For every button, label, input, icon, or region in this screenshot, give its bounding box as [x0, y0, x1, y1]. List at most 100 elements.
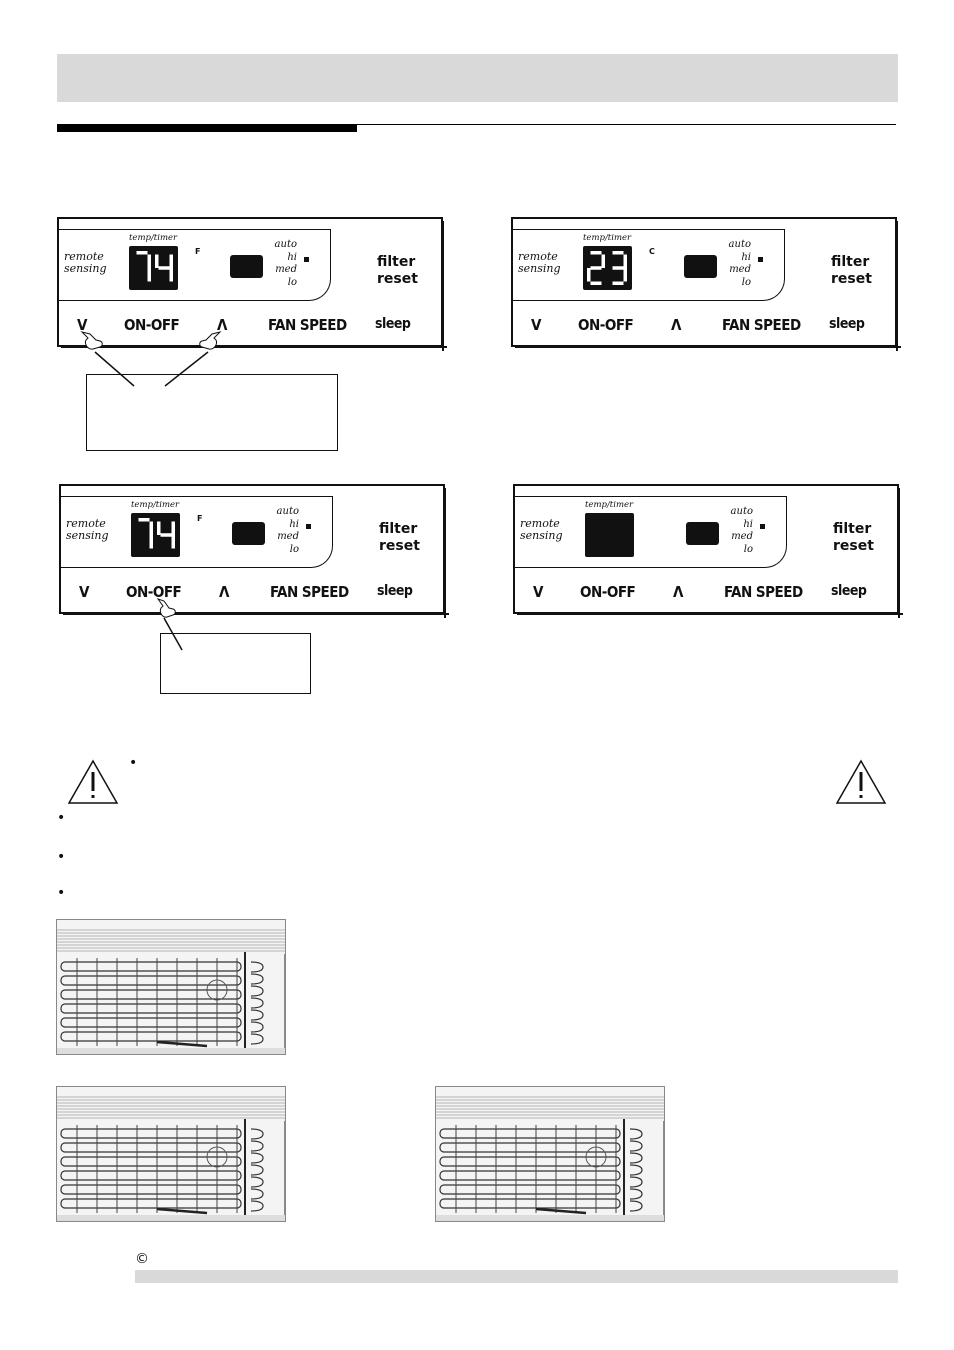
speed-med: med — [731, 531, 753, 542]
speed-auto: auto — [276, 506, 299, 517]
filter-reset-button[interactable]: filter reset — [377, 254, 418, 288]
temp-display — [131, 513, 180, 557]
digit-segment — [612, 251, 624, 255]
digit-segment — [158, 266, 170, 270]
sleep-button[interactable]: sleep — [829, 316, 865, 332]
temp-down-button[interactable]: V — [533, 583, 543, 601]
digit-segment — [590, 266, 602, 270]
temp-down-button[interactable]: V — [77, 316, 87, 334]
display-outline — [513, 496, 787, 568]
bullet-marker: • — [129, 755, 138, 771]
speed-lo: lo — [743, 543, 753, 555]
digit-segment — [160, 533, 172, 537]
temp-display — [585, 513, 634, 557]
fan-speed-list: auto hi med lo — [263, 239, 297, 289]
display-outline — [59, 496, 333, 568]
digit-segment — [169, 254, 173, 268]
remote-label-line: remote — [518, 250, 558, 263]
fan-speed-button[interactable]: FAN SPEED — [270, 583, 349, 601]
remote-label-line: sensing — [520, 529, 563, 542]
callout-leader-line — [163, 617, 183, 651]
filter-label-line: reset — [377, 271, 418, 287]
bullet-marker: • — [57, 849, 66, 865]
bullet-marker: • — [57, 885, 66, 901]
temp-up-button[interactable]: Λ — [217, 316, 227, 334]
fan-speed-button[interactable]: FAN SPEED — [268, 316, 347, 334]
control-panel: remote sensing temp/timer F auto hi med … — [57, 217, 447, 351]
digit-segment — [601, 254, 605, 268]
pointing-hand-icon — [80, 331, 103, 350]
seven-segment-digits — [138, 518, 175, 549]
temp-up-button[interactable]: Λ — [673, 583, 683, 601]
callout-box-onoff — [160, 633, 311, 694]
on-off-button[interactable]: ON-OFF — [580, 583, 636, 601]
remote-sensing-label: remote sensing — [66, 518, 109, 542]
temp-timer-label: temp/timer — [131, 500, 180, 510]
speed-hi: hi — [743, 518, 753, 530]
temp-down-button[interactable]: V — [79, 583, 89, 601]
speed-lo: lo — [289, 543, 299, 555]
filter-label-line: reset — [831, 271, 872, 287]
panel-shadow — [896, 221, 898, 351]
pointing-hand-icon — [199, 331, 222, 350]
panel-shadow — [517, 613, 903, 615]
filter-reset-button[interactable]: filter reset — [831, 254, 872, 288]
section-rule-thin — [357, 124, 896, 125]
remote-sensing-label: remote sensing — [520, 518, 563, 542]
digit-segment — [157, 521, 161, 535]
digit-segment — [623, 254, 627, 268]
fan-speed-list: auto hi med lo — [717, 239, 751, 289]
speed-med: med — [277, 531, 299, 542]
seven-segment-digits — [585, 513, 634, 557]
display-outline — [511, 229, 785, 301]
panel-shadow — [442, 221, 444, 351]
digit-segment — [169, 268, 173, 282]
fan-speed-list: auto hi med lo — [719, 506, 753, 556]
remote-label-line: sensing — [64, 262, 107, 275]
on-off-button[interactable]: ON-OFF — [578, 316, 634, 334]
speed-hi: hi — [741, 251, 751, 263]
seven-segment-digits — [136, 251, 173, 282]
speed-med: med — [275, 264, 297, 275]
speed-auto: auto — [274, 239, 297, 250]
filter-label-line: reset — [379, 538, 420, 554]
header-band — [57, 54, 898, 102]
digit-segment — [171, 521, 175, 535]
control-panel: remote sensing temp/timer F auto hi med … — [59, 484, 449, 618]
control-panel: remote sensing temp/timer auto hi med lo… — [513, 484, 903, 618]
remote-label-line: remote — [66, 517, 106, 530]
filter-label-line: filter — [377, 254, 416, 270]
speed-auto: auto — [728, 239, 751, 250]
filter-reset-button[interactable]: filter reset — [833, 521, 874, 555]
filter-reset-button[interactable]: filter reset — [379, 521, 420, 555]
temp-down-button[interactable]: V — [531, 316, 541, 334]
digit-segment — [136, 251, 148, 255]
copyright-symbol: © — [135, 1251, 149, 1267]
fan-speed-list: auto hi med lo — [265, 506, 299, 556]
panel-shadow — [515, 346, 901, 348]
digit-segment — [171, 535, 175, 549]
temp-display — [583, 246, 632, 290]
digit-segment — [147, 254, 151, 268]
sleep-button[interactable]: sleep — [377, 583, 413, 599]
sleep-button[interactable]: sleep — [831, 583, 867, 599]
remote-label-line: sensing — [66, 529, 109, 542]
remote-label-line: remote — [64, 250, 104, 263]
speed-hi: hi — [287, 251, 297, 263]
temp-unit-label: C — [649, 247, 655, 256]
coil-photo — [56, 1086, 286, 1222]
temp-up-button[interactable]: Λ — [671, 316, 681, 334]
fan-speed-display — [232, 522, 265, 545]
fan-speed-button[interactable]: FAN SPEED — [722, 316, 801, 334]
bullet-marker: • — [57, 810, 66, 826]
on-off-button[interactable]: ON-OFF — [124, 316, 180, 334]
fan-speed-button[interactable]: FAN SPEED — [724, 583, 803, 601]
pointing-hand-icon — [156, 598, 176, 618]
sleep-button[interactable]: sleep — [375, 316, 411, 332]
on-off-button[interactable]: ON-OFF — [126, 583, 182, 601]
digit-segment — [612, 281, 624, 285]
filter-label-line: filter — [833, 521, 872, 537]
temp-up-button[interactable]: Λ — [219, 583, 229, 601]
callout-leader-lines — [94, 351, 209, 387]
remote-sensing-label: remote sensing — [64, 251, 107, 275]
